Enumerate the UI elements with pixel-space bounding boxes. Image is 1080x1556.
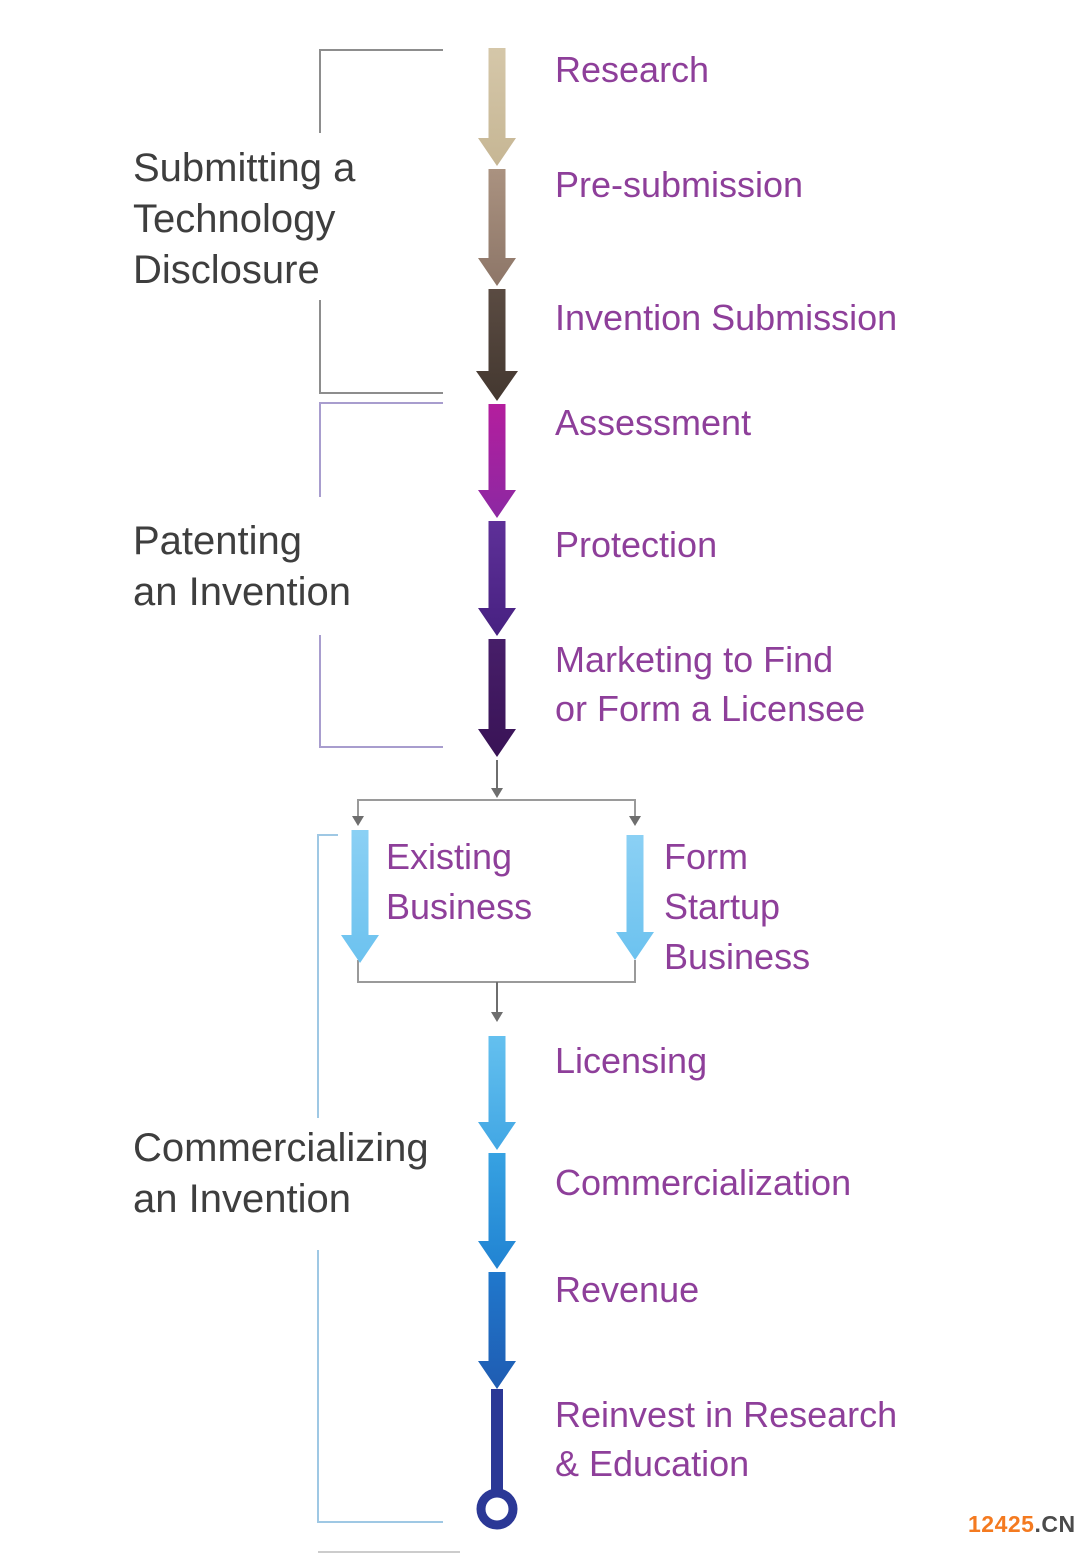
step-label-assessment: Assessment — [555, 402, 752, 443]
section-label-patenting: Patenting an Invention — [133, 519, 351, 614]
step-label-commercialization: Commercialization — [555, 1162, 852, 1203]
step-label-revenue: Revenue — [555, 1269, 700, 1310]
step-label-invention-submission: Invention Submission — [555, 297, 898, 338]
watermark-suffix: .CN — [1034, 1511, 1076, 1537]
bracket-submitting-phase — [319, 49, 443, 394]
terminal-ring-icon — [476, 1488, 518, 1530]
step-label-reinvest: Reinvest in Research & Education — [555, 1394, 898, 1484]
step-label-pre-submission: Pre-submission — [555, 164, 804, 205]
research-arrow-icon — [478, 48, 516, 166]
revenue-arrow-icon — [478, 1272, 516, 1389]
existing-business-arrow-icon — [341, 830, 379, 963]
step-label-research: Research — [555, 49, 710, 90]
section-label-submitting: Submitting a Technology Disclosure — [133, 146, 356, 292]
licensing-arrow-icon — [478, 1036, 516, 1150]
branch-left-arrowhead — [352, 816, 364, 826]
terminal-stem — [491, 1389, 503, 1493]
branch-label-form-startup-business: Form Startup Business — [664, 836, 811, 977]
bracket-commercializing-phase — [317, 834, 443, 1523]
invention-submission-arrow-icon — [476, 289, 518, 401]
step-label-protection: Protection — [555, 524, 718, 565]
branch-right-arrowhead — [629, 816, 641, 826]
form-startup-arrow-icon — [616, 835, 654, 960]
bracket-patenting-phase — [319, 402, 443, 748]
branch-label-existing-business: Existing Business — [386, 836, 533, 927]
commercialization-arrow-icon — [478, 1153, 516, 1269]
branch-merge-line — [357, 960, 636, 983]
section-label-commercializing: Commercializing an Invention — [133, 1126, 429, 1221]
watermark: 12425.CN — [968, 1511, 1076, 1538]
connector-arrowhead-to-branch — [491, 788, 503, 798]
pre-submission-arrow-icon — [478, 169, 516, 286]
assessment-arrow-icon — [478, 404, 516, 518]
watermark-number: 12425 — [968, 1511, 1035, 1537]
connector-arrowhead-to-licensing — [491, 1012, 503, 1022]
marketing-arrow-icon — [478, 639, 516, 757]
step-label-marketing: Marketing to Find or Form a Licensee — [555, 639, 866, 729]
protection-arrow-icon — [478, 521, 516, 636]
branch-split-line — [357, 799, 636, 817]
step-label-licensing: Licensing — [555, 1040, 708, 1081]
